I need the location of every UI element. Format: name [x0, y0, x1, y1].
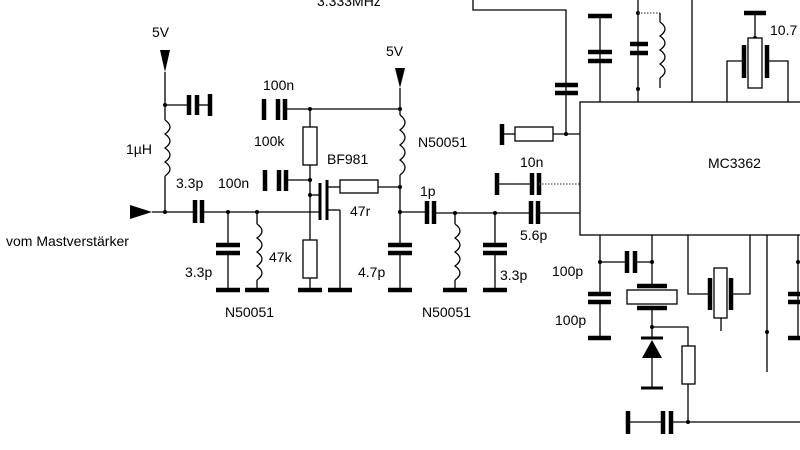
resistor-top [514, 126, 554, 142]
supply-left [160, 50, 213, 212]
label-input: vom Mastverstärker [6, 233, 129, 249]
transistor-bf981 [310, 180, 352, 293]
inductor-n50051-drain [398, 114, 406, 176]
ic-mc3362 [579, 101, 800, 236]
label-transistor: BF981 [327, 151, 368, 167]
inductor-top [658, 21, 666, 79]
inductor-n50051-in [255, 223, 263, 281]
label-supply-left: 5V [152, 24, 170, 40]
resistor-bottom [681, 345, 696, 385]
resistor-47k [302, 239, 318, 279]
resistor-47r [339, 179, 379, 194]
label-r-47r: 47r [350, 203, 371, 219]
label-c-top: 100n [263, 77, 294, 93]
crystal-ceramic [713, 267, 728, 319]
label-c-gate: 100n [218, 175, 249, 191]
label-crystal-top: 10.7 [770, 22, 797, 38]
label-c-5p6: 5.6p [520, 227, 547, 243]
label-c-10n: 10n [520, 154, 543, 170]
resistor-100k [302, 126, 318, 166]
label-c-100p-a: 100p [552, 263, 583, 279]
label-l-1uh: 1µH [126, 141, 152, 157]
label-l-drain: N50051 [418, 134, 467, 150]
label-c-1p: 1p [420, 183, 436, 199]
input-arrow-icon [130, 205, 152, 219]
crystal-10-7 [726, 10, 789, 102]
label-c-shunt-in: 3.3p [185, 264, 212, 280]
label-c-4p7: 4.7p [358, 264, 385, 280]
label-supply-right: 5V [386, 43, 404, 59]
label-r-47k: 47k [269, 249, 293, 265]
label-c-100p-b: 100p [555, 312, 586, 328]
supply-arrow-icon [160, 50, 170, 72]
label-c-in-series: 3.3p [176, 175, 203, 191]
inductor-n50051-out [453, 223, 461, 281]
label-ic: MC3362 [708, 155, 761, 171]
crystal-bottom [626, 289, 678, 305]
label-l-out: N50051 [422, 304, 471, 320]
label-r-100k: 100k [254, 133, 285, 149]
label-c-shunt-out: 3.3p [500, 267, 527, 283]
supply-arrow-icon [395, 68, 405, 88]
label-frequency: 3.333MHz [317, 0, 381, 9]
varactor-diode-icon [642, 340, 662, 358]
label-l-in: N50051 [225, 304, 274, 320]
inductor-1uh [163, 119, 171, 177]
